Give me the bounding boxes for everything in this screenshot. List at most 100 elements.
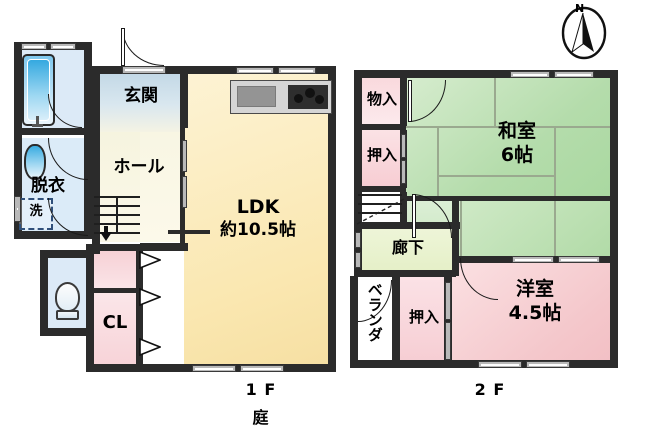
cl-folding-door-3 (139, 338, 161, 356)
genkan-door-arc (122, 28, 164, 66)
wall-veranda-bottom (350, 360, 398, 368)
room-genkan (98, 72, 184, 132)
genkan-door-leaf (121, 28, 125, 66)
oshiire1-slider-bottom (401, 160, 406, 184)
genkan-threshold (122, 66, 166, 74)
hall-ldk-slider-bottom (182, 176, 187, 208)
hall-ldk-slider-top (182, 140, 187, 172)
room-cl (90, 292, 140, 370)
bathtub-faucet-head (32, 124, 43, 127)
window-ldk-top-2 (278, 67, 316, 74)
toilet-bowl (55, 282, 80, 312)
stairs-1f-down-arrow (98, 226, 114, 246)
tatami-seam-4 (554, 128, 556, 262)
oshiire1-slider-top (401, 134, 406, 158)
footer-2f: 2 F (474, 380, 506, 399)
label-washitsu-size: 6帖 (500, 144, 534, 166)
window-bath-top-1 (21, 43, 47, 50)
wall-2f-left-upper (354, 70, 362, 276)
room-oshiire-2 (400, 276, 448, 368)
wall-ldk-left-upper (180, 66, 186, 128)
wall-oshiire1-bottom (356, 186, 406, 192)
wall-monoire-bottom (356, 124, 406, 130)
wall-washitsu-divider (404, 196, 612, 201)
stairs-2f-diagonal (356, 196, 408, 232)
washbasin (24, 144, 46, 180)
cl-folding-door-1 (139, 251, 161, 269)
cl-folding-door-2 (139, 288, 161, 306)
window-yoshitsu-bottom-1 (478, 361, 522, 368)
window-washitsu-lower-1 (512, 256, 554, 263)
window-ldk-bottom-1 (192, 365, 236, 372)
room-oshiire-1 (360, 130, 404, 188)
stove-burner-3 (315, 95, 324, 104)
wall-genkan-left (92, 66, 100, 134)
wall-veranda-right (392, 276, 400, 368)
bathtub-inner (27, 59, 50, 121)
wall-rouka-bottom (356, 270, 456, 277)
room-washitsu-lower (460, 200, 612, 262)
window-2f-top-2 (554, 71, 594, 78)
wall-toilet-left (40, 250, 48, 336)
label-oshiire-2: 押入 (408, 308, 439, 326)
label-sen: 洗 (29, 204, 43, 219)
label-yoshitsu: 洋室 (515, 278, 554, 300)
window-ldk-top-1 (236, 67, 274, 74)
tatami-seam-5 (437, 175, 555, 177)
window-rouka-left-1 (355, 232, 361, 248)
label-monoire: 物入 (366, 90, 397, 108)
stove-burner-2 (305, 88, 315, 98)
wall-ldk-left-lower (140, 243, 188, 250)
label-veranda: ベランダ (365, 282, 384, 342)
window-ldk-bottom-2 (240, 365, 284, 372)
wall-oshiire1-right (400, 130, 407, 188)
wall-2f-left-lower (350, 276, 358, 368)
label-genkan: 玄関 (124, 86, 158, 106)
window-yoshitsu-bottom-2 (526, 361, 570, 368)
wall-cl-right (136, 244, 143, 372)
label-washitsu: 和室 (497, 120, 536, 142)
oshiire2-slider-top (445, 282, 451, 320)
label-cl: CL (102, 312, 128, 333)
wall-bath-left (14, 42, 22, 238)
toilet-tank (56, 310, 79, 320)
stairs-2f-step-2 (358, 203, 402, 205)
wall-2f-top (354, 70, 618, 78)
washitsu-door-leaf (412, 194, 416, 238)
stove-burner-1 (294, 94, 303, 103)
stairs-2f-step-1 (358, 194, 402, 196)
tatami-seam-6 (460, 200, 462, 262)
ldk-leader-line (168, 230, 210, 234)
wall-datsui-right (84, 128, 92, 238)
wall-bath-mid (14, 128, 92, 135)
room-monoire (360, 78, 404, 126)
window-washitsu-lower-2 (558, 256, 600, 263)
label-rouka: 廊下 (391, 238, 424, 257)
room-cl-upper (90, 248, 140, 292)
wall-bath-right (84, 42, 92, 134)
tatami-seam-2 (404, 126, 612, 128)
label-hall: ホール (113, 157, 165, 177)
label-datsui: 脱衣 (31, 176, 65, 196)
compass-icon (561, 6, 607, 60)
footer-garden: 庭 (252, 408, 270, 427)
sink (237, 86, 276, 107)
wall-ldk-right (328, 66, 336, 372)
room-ldk (184, 72, 332, 370)
wall-rouka-top (356, 222, 460, 229)
tatami-seam-3 (437, 128, 439, 200)
window-bath-top-2 (50, 43, 76, 50)
wall-toilet-top (40, 250, 94, 258)
stairs-2f-step-3 (358, 212, 402, 214)
wall-monoire-right (400, 70, 407, 126)
bathtub-faucet (36, 116, 39, 125)
label-yoshitsu-size: 4.5帖 (508, 302, 562, 324)
wall-toilet-bottom (40, 328, 94, 336)
wall-2f-right (610, 70, 618, 368)
compass-north-label: N (575, 2, 585, 15)
wall-datsui-bottom (14, 231, 92, 239)
footer-1f: 1 F (245, 380, 277, 399)
wall-cl-divider (90, 288, 140, 293)
room-hall-strip (140, 132, 184, 242)
